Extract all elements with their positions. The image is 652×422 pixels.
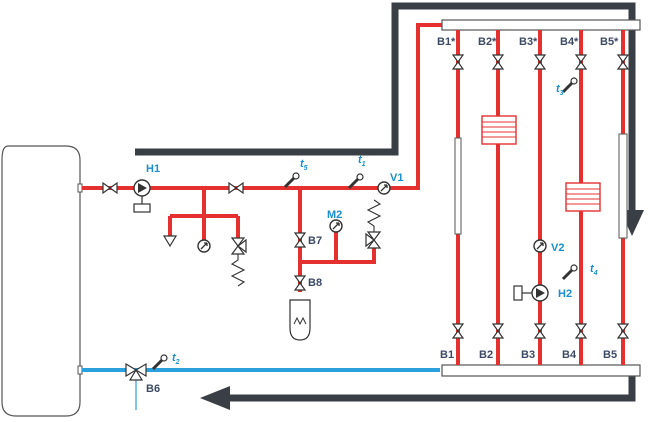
safety-valve-icon: [365, 199, 382, 249]
valve-icon: [575, 54, 587, 70]
boiler-tank: [1, 145, 83, 417]
thermometer-icon: [347, 172, 365, 190]
label-v2: V2: [551, 242, 564, 254]
branch1-heater: [454, 137, 462, 235]
label-h2: H2: [558, 288, 572, 300]
thermometer-icon: [561, 263, 579, 281]
valve-icon: [102, 182, 118, 194]
thermometer-icon: [151, 353, 169, 371]
manometer-icon: [533, 239, 547, 253]
label-b2-star: B2*: [478, 36, 497, 48]
valve-icon: [575, 323, 587, 339]
radiator-icon: [565, 182, 601, 212]
label-b8: B8: [308, 277, 322, 289]
branch5-heater: [618, 133, 628, 239]
label-b5: B5: [603, 349, 617, 361]
valve-icon: [617, 54, 629, 70]
valve-icon: [534, 323, 546, 339]
label-b1-star: B1*: [437, 36, 456, 48]
valve-icon: [228, 182, 244, 194]
label-b3: B3: [521, 349, 535, 361]
label-t5: t5: [300, 158, 308, 172]
bottom-manifold: [441, 364, 641, 377]
manometer-icon: [377, 181, 391, 195]
valve-icon: [534, 54, 546, 70]
label-h1: H1: [146, 163, 160, 175]
label-t4: t4: [590, 263, 598, 277]
valve-icon: [617, 323, 629, 339]
label-b6: B6: [146, 383, 160, 395]
radiator-icon: [481, 115, 517, 145]
label-b1: B1: [440, 349, 454, 361]
supply-line: [82, 23, 444, 292]
label-t2: t2: [172, 352, 180, 366]
thermometer-icon: [283, 171, 301, 189]
top-manifold: [441, 19, 641, 31]
valve-icon: [452, 323, 464, 339]
safety-valve-icon: [230, 237, 247, 287]
mixing-valve-icon: [125, 362, 147, 381]
label-b5-star: B5*: [600, 36, 619, 48]
label-t1: t1: [358, 154, 366, 168]
valve-icon: [492, 323, 504, 339]
pump-icon: [133, 179, 151, 213]
label-b3-star: B3*: [519, 36, 538, 48]
expansion-vessel-icon: [289, 299, 311, 341]
manometer-icon: [329, 219, 343, 233]
drain-icon: [162, 235, 178, 248]
label-b2: B2: [479, 349, 493, 361]
valve-icon: [492, 54, 504, 70]
label-t3: t3: [556, 83, 564, 97]
valve-icon: [452, 54, 464, 70]
label-b4-star: B4*: [560, 36, 579, 48]
pump-icon: [513, 284, 549, 302]
label-b4: B4: [562, 349, 577, 361]
label-m2: M2: [327, 209, 342, 221]
valve-icon: [294, 232, 306, 248]
thermometer-icon: [561, 76, 579, 94]
label-b7: B7: [308, 235, 322, 247]
valve-icon: [294, 275, 306, 291]
manometer-icon: [197, 239, 211, 253]
flow-arrow-icon: [135, 2, 644, 410]
label-v1: V1: [390, 172, 403, 184]
